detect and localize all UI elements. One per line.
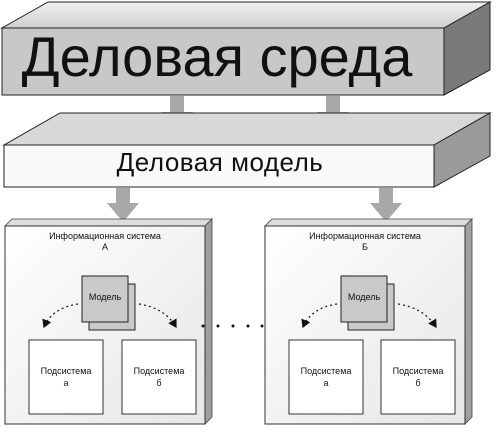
business-environment-block (0, 1, 492, 96)
environment-front-face (1, 27, 445, 96)
system-b-subsystem-b-line2: б (415, 378, 421, 388)
system-a-subsystem-a-line2: а (63, 378, 69, 388)
system-a-subsystem-a-line1: Подсистема (40, 366, 92, 376)
information-system-b (264, 218, 473, 425)
system-a-subsystem-b (121, 339, 197, 415)
arrow-model-to-system-b (370, 188, 402, 222)
system-b-subsystem-b-label: Подсистема б (381, 365, 455, 389)
system-b-subsystem-a (288, 339, 364, 415)
system-a-subsystem-b-line1: Подсистема (133, 366, 185, 376)
system-a-model-card (81, 275, 129, 323)
system-b-subsystem-a-label: Подсистема а (289, 365, 363, 389)
environment-title: Деловая среда (21, 25, 413, 88)
system-a-title: Информационная система А (5, 231, 205, 253)
model-top-face (2, 112, 492, 146)
system-b-subsystem-b (380, 339, 456, 415)
system-b-subsystem-a-line2: а (323, 378, 329, 388)
system-b-model-label: Модель (347, 292, 381, 302)
system-b-model-card (340, 275, 388, 323)
system-a-subsystem-a-label: Подсистема а (29, 365, 103, 389)
business-model-block (2, 112, 492, 188)
system-a-subsystem-b-label: Подсистема б (122, 365, 196, 389)
system-b-subsystem-b-line1: Подсистема (392, 366, 444, 376)
system-a-dotted-arrow-right (138, 303, 177, 329)
system-b-title-line2: Б (362, 242, 368, 252)
system-b-title: Информационная система Б (265, 231, 465, 253)
system-a-subsystem-a (28, 339, 104, 415)
system-a-title-line1: Информационная система (49, 231, 161, 241)
business-model-title: Деловая модель (116, 147, 324, 177)
model-front-face (3, 144, 435, 188)
system-a-model-label: Модель (88, 292, 122, 302)
system-a-subsystem-b-line2: б (156, 378, 162, 388)
system-b-title-line1: Информационная система (309, 231, 421, 241)
information-system-a (4, 218, 213, 425)
system-a-title-line2: А (101, 242, 108, 252)
system-b-subsystem-a-line1: Подсистема (300, 366, 352, 376)
arrow-model-to-system-a (107, 188, 139, 222)
systems-dots-connector (201, 324, 264, 328)
